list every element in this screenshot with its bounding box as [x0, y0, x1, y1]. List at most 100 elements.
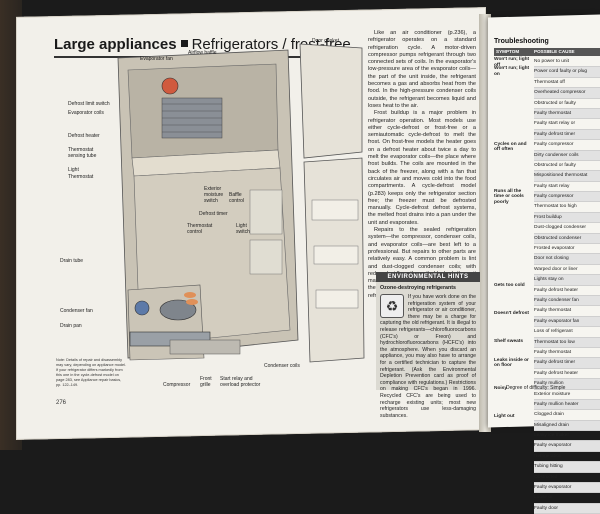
cause-row: No power to unit — [534, 57, 600, 68]
freezer-door — [299, 43, 363, 159]
difficulty-value: Simple — [550, 385, 566, 391]
difficulty-label: Degree of difficulty: — [506, 385, 549, 391]
symptom-label: Light out — [494, 414, 515, 420]
cause-row: Refrigeration — [534, 452, 600, 463]
title-bullet — [180, 40, 188, 47]
section-title: Large appliances — [54, 36, 177, 53]
door-shelf — [311, 199, 359, 221]
cause-row: Dirty condenser coils — [534, 150, 600, 161]
callout-defrost-timer: Defrost timer — [199, 211, 228, 217]
callout-door-gasket: Door gasket — [312, 38, 339, 44]
door-shelf — [315, 289, 359, 309]
troubleshooting-header: SYMPTOM POSSIBLE CAUSE — [494, 48, 600, 56]
callout-start-relay: Start relay and overload protector — [220, 376, 261, 388]
page-note: Note: Details of repair and disassembly … — [56, 358, 127, 387]
body-text: Like an air conditioner (p.236), a refri… — [368, 30, 476, 300]
difficulty-legend: Degree of difficulty: Simple — [506, 385, 565, 391]
callout-thermostat-control: Thermostat control — [187, 223, 213, 235]
cause-row: Faulty defrost timer — [534, 358, 600, 369]
callout-thermostat: Thermostat — [68, 174, 94, 180]
callout-compressor: Compressor — [163, 382, 191, 388]
callout-evaporator-fan: Evaporator fan — [140, 56, 173, 62]
front-grille — [169, 339, 241, 355]
symptom-label: Noisy — [494, 386, 508, 391]
symptom-column-header: SYMPTOM — [496, 49, 520, 54]
callout-light-switch: Light switch — [236, 223, 250, 235]
callout-condenser-coils: Condenser coils — [264, 363, 300, 369]
cause-row: Overheated compressor — [534, 88, 600, 99]
cause-row: Power cord faulty or plug — [534, 67, 600, 78]
condenser-fan — [134, 300, 150, 316]
callout-light: Light — [68, 167, 79, 173]
cause-row: Obstructed condenser — [534, 233, 600, 245]
cause-row: Faulty defrost heater — [534, 286, 600, 296]
cause-row: Faulty defrost timer — [534, 129, 600, 141]
symptom-label: Leaks inside or on floor — [494, 357, 529, 369]
cause-row: Faulty start relay — [534, 182, 600, 193]
cause-row: Thermostat too low — [534, 337, 600, 348]
cause-row: Frost buildup — [534, 212, 600, 224]
cause-row: Clogged drain — [534, 410, 600, 421]
callout-defrost-heater: Defrost heater — [68, 133, 100, 139]
crisper-drawer — [249, 189, 283, 235]
cause-row: Tubing hitting — [534, 462, 600, 473]
cause-row: Exterior moisture — [534, 390, 600, 400]
crisper-drawer — [249, 239, 283, 275]
cause-row: Faulty start relay or — [534, 119, 600, 130]
callout-baffle-control: Baffle control — [229, 192, 245, 204]
cause-row: Faulty evaporator fan — [534, 316, 600, 328]
start-relay — [184, 292, 196, 298]
symptom-label: Won't run; light off — [494, 57, 530, 68]
evaporator-coils — [161, 97, 223, 139]
cause-row: Faulty thermostat — [534, 108, 600, 120]
callout-evaporator-coils: Evaporator coils — [68, 110, 104, 116]
recycle-icon: ♻ — [380, 294, 404, 318]
door-shelf — [313, 245, 359, 265]
refrigerator-illustration — [117, 43, 365, 363]
callout-condenser-fan: Condenser fan — [60, 308, 93, 314]
cause-row: Thermostat off — [534, 78, 600, 89]
callout-exterior-moisture-switch: Exterior moisture switch — [204, 186, 224, 204]
cause-row: Thermostat too high — [534, 202, 600, 213]
troubleshooting-title: Troubleshooting — [494, 38, 549, 45]
cause-row: Faulty compressor — [534, 140, 600, 151]
symptom-label: Gets too cold — [494, 282, 525, 288]
environmental-hints-box: ENVIRONMENTAL HINTS Ozone-destroying ref… — [376, 272, 480, 419]
callout-defrost-limit-switch: Defrost limit switch — [68, 101, 110, 107]
overload-protector — [186, 299, 198, 305]
cause-row: Loose or — [534, 493, 600, 504]
body-paragraph: Frost buildup is a major problem in refr… — [368, 110, 476, 226]
cause-row: Faulty compressor — [534, 192, 600, 203]
cause-row: Faulty evaporator — [534, 441, 600, 452]
cause-column-header: POSSIBLE CAUSE — [534, 49, 575, 54]
symptom-label: Shelf sweats — [494, 339, 524, 344]
cause-row: Obstructed or faulty — [534, 99, 600, 109]
cause-row: Lights stay on — [534, 275, 600, 286]
callout-drain-pan: Drain pan — [60, 323, 82, 329]
cause-row: Faulty mullion heater — [534, 399, 600, 411]
symptom-label: Won't run; light on — [494, 66, 530, 77]
environmental-hints-body: ♻ If you have work done on the refrigera… — [376, 294, 480, 419]
compressor — [159, 299, 197, 321]
symptom-label: Runs all the time or cools poorly — [494, 188, 524, 205]
body-paragraph: Like an air conditioner (p.236), a refri… — [368, 30, 476, 109]
cause-row: Mispositioned thermostat — [534, 171, 600, 182]
cause-row: Dust-clogged condenser — [534, 223, 600, 234]
cause-row: Faulty mullion — [534, 379, 600, 390]
cause-row: Faulty thermostat — [534, 306, 600, 317]
cause-row: Obstructed — [534, 473, 600, 484]
environmental-hints-subheading: Ozone-destroying refrigerants — [380, 285, 456, 291]
cause-row: Warped door or liner — [534, 265, 600, 276]
symptom-label: Doesn't defrost — [494, 310, 529, 316]
cause-row: Faulty evaporator — [534, 483, 600, 494]
environmental-hints-heading: ENVIRONMENTAL HINTS — [376, 272, 480, 282]
environmental-hints-text: If you have work done on the refrigerati… — [380, 294, 476, 419]
page-number: 276 — [56, 400, 67, 406]
callout-drain-tube: Drain tube — [60, 258, 84, 264]
cause-row: Faulty door — [534, 503, 600, 514]
symptom-label: Cycles on and off often — [494, 141, 527, 153]
callout-thermostat-sensing-tube: Thermostat sensing tube — [68, 147, 97, 159]
cause-row: Misaligned drain — [534, 420, 600, 432]
cause-row: Obstructed or faulty — [534, 161, 600, 172]
